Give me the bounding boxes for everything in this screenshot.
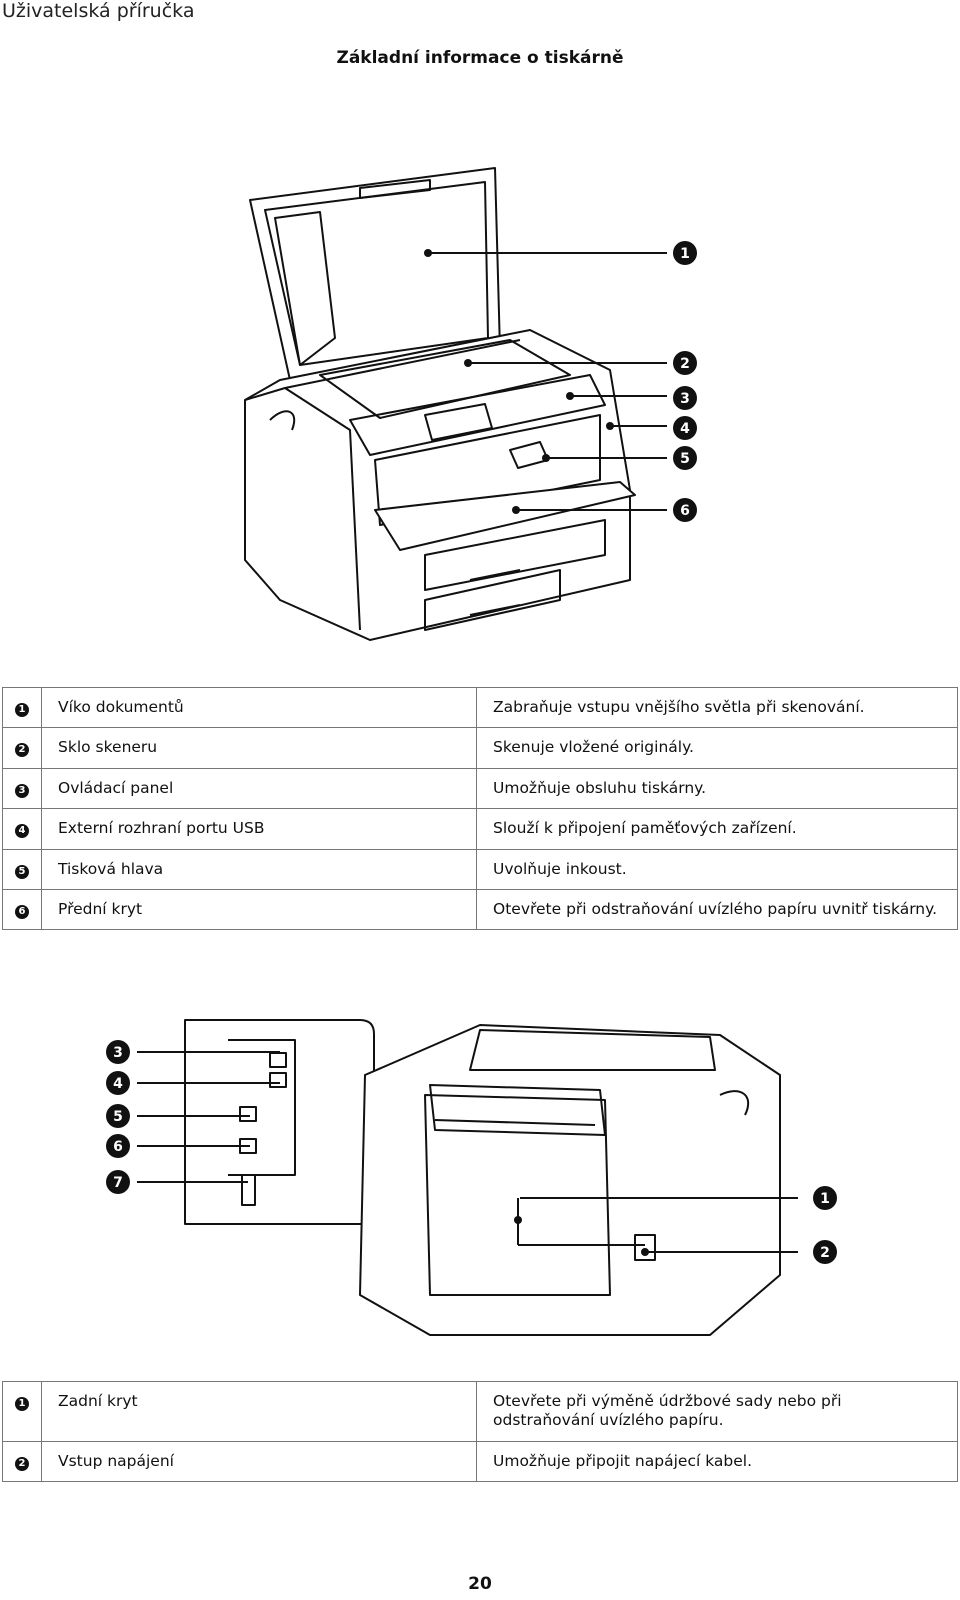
rear-callout-2: 2 <box>820 1245 830 1261</box>
part-description: Otevřete při odstraňování uvízlého papír… <box>476 888 958 931</box>
item-number-badge: 5 <box>15 864 29 879</box>
item-number-badge: 2 <box>15 1456 29 1471</box>
part-description: Umožňuje obsluhu tiskárny. <box>476 767 958 810</box>
part-description: Uvolňuje inkoust. <box>476 848 958 890</box>
part-name: Zadní kryt <box>41 1381 477 1442</box>
rear-callout-1: 1 <box>820 1191 830 1207</box>
callout-3: 3 <box>680 391 690 407</box>
part-name: Vstup napájení <box>41 1440 477 1483</box>
part-name: Sklo skeneru <box>41 727 477 769</box>
page-title: Základní informace o tiskárně <box>336 48 624 68</box>
item-number-badge: 2 <box>15 743 29 758</box>
rear-callout-5: 5 <box>113 1109 123 1125</box>
callout-5: 5 <box>680 451 690 467</box>
rear-callout-7: 7 <box>113 1175 123 1191</box>
item-number-badge: 4 <box>15 824 29 839</box>
callout-1: 1 <box>680 246 690 262</box>
part-description: Skenuje vložené originály. <box>476 727 958 769</box>
page-number: 20 <box>468 1574 492 1594</box>
part-description: Umožňuje připojit napájecí kabel. <box>476 1440 958 1483</box>
part-description: Slouží k připojení paměťových zařízení. <box>476 808 958 850</box>
rear-callout-6: 6 <box>113 1139 123 1155</box>
rear-callout-4: 4 <box>113 1076 123 1092</box>
callout-2: 2 <box>680 356 690 372</box>
callout-6: 6 <box>680 503 690 519</box>
printer-rear-illustration: 3 4 5 6 7 1 2 <box>106 1019 837 1336</box>
part-name: Přední kryt <box>41 888 477 931</box>
rear-callout-3: 3 <box>113 1045 123 1061</box>
part-name: Víko dokumentů <box>41 686 477 729</box>
part-name: Externí rozhraní portu USB <box>41 808 477 850</box>
part-name: Ovládací panel <box>41 767 477 810</box>
printer-front-illustration: 1 2 3 4 5 6 <box>244 167 697 641</box>
part-description: Otevřete při výměně údržbové sady nebo p… <box>476 1381 958 1442</box>
item-number-badge: 3 <box>15 783 29 798</box>
item-number-badge: 1 <box>15 1397 29 1411</box>
part-name: Tisková hlava <box>41 848 477 890</box>
manual-header: Uživatelská příručka <box>2 0 195 22</box>
part-description: Zabraňuje vstupu vnějšího světla při ske… <box>476 686 958 729</box>
callout-4: 4 <box>680 421 690 437</box>
item-number-badge: 1 <box>15 703 29 717</box>
item-number-badge: 6 <box>15 904 29 919</box>
